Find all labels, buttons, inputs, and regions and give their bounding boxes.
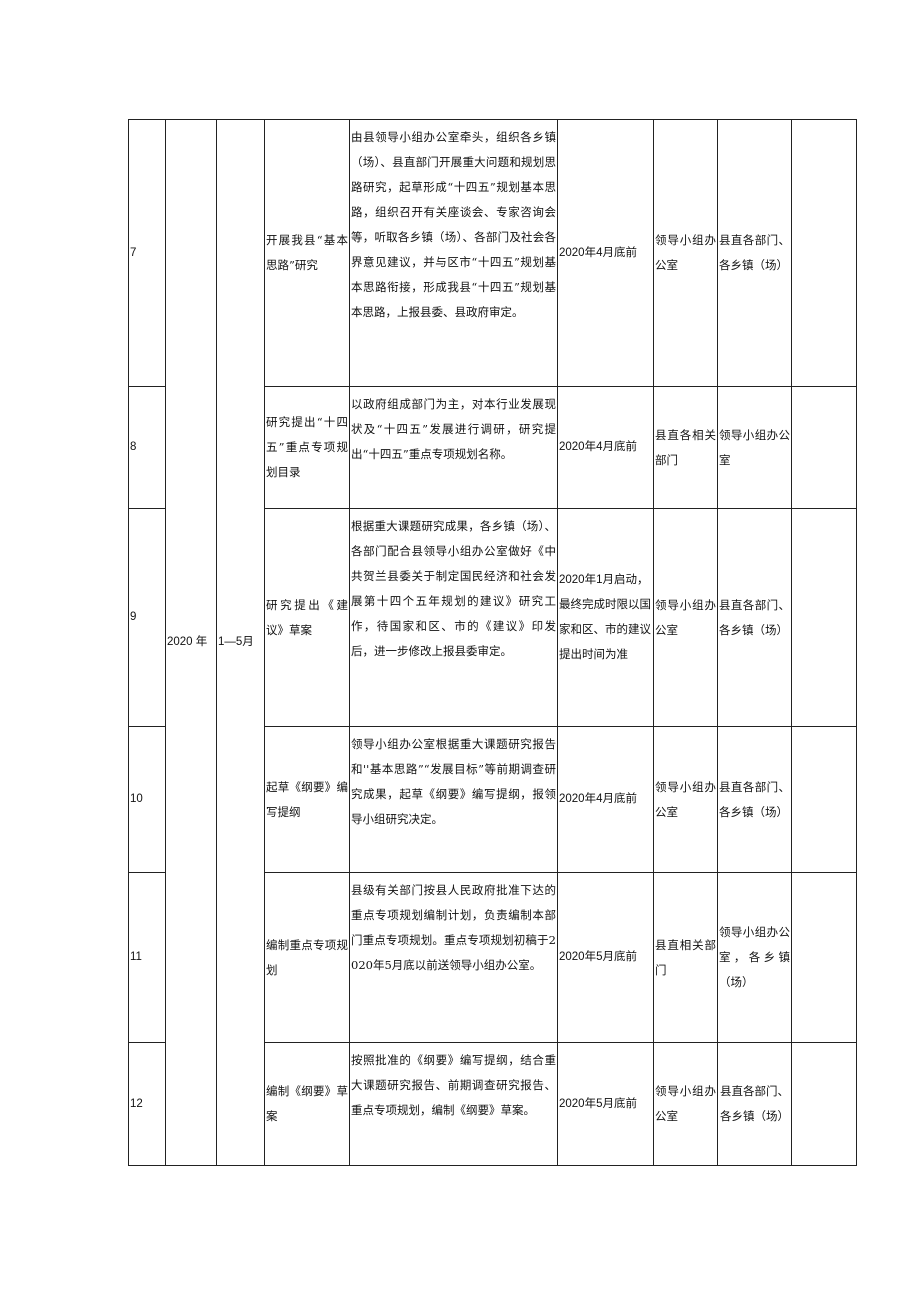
remarks — [791, 386, 857, 509]
cooperating-units: 县直各部门、各乡镇（场） — [717, 726, 792, 873]
deadline: 2020年4月底前 — [557, 119, 654, 387]
stage-months: 1—5月 — [218, 636, 254, 648]
table-row: 11 编制重点专项规划 县级有关部门按县人民政府批准下达的重点专项规划编制计划，… — [128, 872, 857, 1043]
row-number: 12 — [128, 1042, 166, 1166]
task-name: 开展我县“基本思路”研究 — [264, 119, 350, 387]
remarks — [791, 872, 857, 1043]
task-content: 领导小组办公室根据重大课题研究报告和''基本思路”“发展目标”等前期调查研究成果… — [349, 726, 558, 873]
stage-months-cell: 1—5月 — [216, 119, 265, 1166]
remarks — [791, 119, 857, 387]
deadline: 2020年4月底前 — [557, 386, 654, 509]
row-number: 8 — [128, 386, 166, 509]
task-content: 县级有关部门按县人民政府批准下达的重点专项规划编制计划，负责编制本部门重点专项规… — [349, 872, 558, 1043]
table-row: 8 研究提出“十四五”重点专项规划目录 以政府组成部门为主，对本行业发展现状及“… — [128, 386, 857, 509]
work-schedule-table: 7 2020 年 1—5月 开展我县“基本思路”研究 由县领导小组办公室牵头，组… — [128, 119, 857, 1166]
lead-unit: 领导小组办公室 — [653, 726, 718, 873]
deadline: 2020年1月启动，最终完成时限以国家和区、市的建议提出时间为准 — [557, 508, 654, 727]
table-row: 12 编制《纲要》草案 按照批准的《纲要》编写提纲，结合重大课题研究报告、前期调… — [128, 1042, 857, 1166]
row-number: 7 — [128, 119, 166, 387]
lead-unit: 领导小组办公室 — [653, 119, 718, 387]
cooperating-units: 县直各部门、各乡镇（场） — [717, 119, 792, 387]
lead-unit: 领导小组办公室 — [653, 1042, 718, 1166]
remarks — [791, 726, 857, 873]
stage-year-cell: 2020 年 — [165, 119, 217, 1166]
deadline: 2020年4月底前 — [557, 726, 654, 873]
row-number: 11 — [128, 872, 166, 1043]
task-name: 编制重点专项规划 — [264, 872, 350, 1043]
row-number: 10 — [128, 726, 166, 873]
task-name: 研究提出“十四五”重点专项规划目录 — [264, 386, 350, 509]
cooperating-units: 领导小组办公室 — [717, 386, 792, 509]
table-row: 9 研究提出《建议》草案 根据重大课题研究成果，各乡镇（场）、各部门配合县领导小… — [128, 508, 857, 727]
task-content: 按照批准的《纲要》编写提纲，结合重大课题研究报告、前期调查研究报告、重点专项规划… — [349, 1042, 558, 1166]
task-content: 以政府组成部门为主，对本行业发展现状及“十四五”发展进行调研，研究提出“十四五”… — [349, 386, 558, 509]
task-name: 起草《纲要》编写提纲 — [264, 726, 350, 873]
cooperating-units: 县直各部门、各乡镇（场） — [717, 508, 792, 727]
stage-year: 2020 年 — [167, 636, 208, 648]
task-content: 由县领导小组办公室牵头，组织各乡镇（场）、县直部门开展重大问题和规划思路研究，起… — [349, 119, 558, 387]
task-content: 根据重大课题研究成果，各乡镇（场）、各部门配合县领导小组办公室做好《中共贺兰县委… — [349, 508, 558, 727]
lead-unit: 县直各相关部门 — [653, 386, 718, 509]
cooperating-units: 领导小组办公室，各乡镇（场） — [717, 872, 792, 1043]
cooperating-units: 县直各部门、各乡镇（场） — [717, 1042, 792, 1166]
task-name: 编制《纲要》草案 — [264, 1042, 350, 1166]
deadline: 2020年5月底前 — [557, 872, 654, 1043]
deadline: 2020年5月底前 — [557, 1042, 654, 1166]
remarks — [791, 1042, 857, 1166]
lead-unit: 县直相关部门 — [653, 872, 718, 1043]
task-name: 研究提出《建议》草案 — [264, 508, 350, 727]
table-row: 7 2020 年 1—5月 开展我县“基本思路”研究 由县领导小组办公室牵头，组… — [128, 119, 857, 1166]
remarks — [791, 508, 857, 727]
row-number: 9 — [128, 508, 166, 727]
lead-unit: 领导小组办公室 — [653, 508, 718, 727]
